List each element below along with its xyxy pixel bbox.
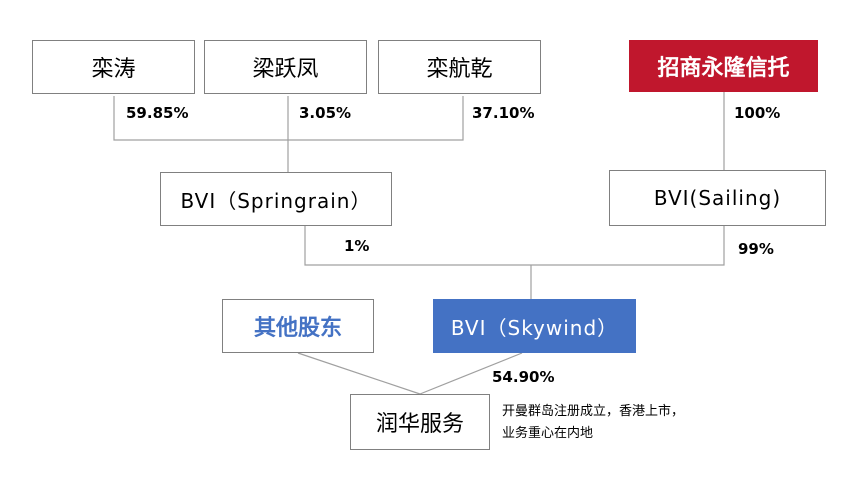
entity-other-shareholders-label: 其他股东 [253, 316, 342, 341]
entity-bvi-sailing-label: BVI(Sailing) [653, 186, 782, 210]
shareholder-luan-hangqian: 栾航乾 [378, 40, 541, 94]
entity-bvi-skywind: BVI（Skywind） [433, 299, 636, 353]
entity-bvi-sailing: BVI(Sailing) [609, 170, 826, 226]
connector-skywind-runhua [419, 352, 523, 395]
connector-other-runhua [297, 352, 421, 395]
connector-springrain [304, 226, 725, 266]
entity-runhua: 润华服务 [350, 394, 490, 450]
shareholder-luan-tao-label: 栾涛 [91, 57, 136, 82]
pct-luan-hangqian: 37.10% [472, 104, 535, 122]
runhua-note-line1: 开曼群岛注册成立，香港上市， [502, 404, 685, 419]
shareholder-liang-yuefeng-label: 梁跃凤 [252, 57, 319, 82]
pct-luan-tao: 59.85% [126, 104, 189, 122]
shareholder-liang-yuefeng: 梁跃凤 [204, 40, 367, 94]
pct-skywind: 54.90% [492, 368, 555, 386]
runhua-note: 开曼群岛注册成立，香港上市， 业务重心在内地 [502, 401, 684, 445]
shareholder-luan-tao: 栾涛 [32, 40, 195, 94]
entity-bvi-springrain: BVI（Springrain） [160, 172, 392, 226]
entity-bvi-skywind-label: BVI（Skywind） [450, 315, 619, 340]
pct-sailing: 99% [738, 240, 774, 258]
runhua-note-line2: 业务重心在内地 [502, 426, 594, 441]
shareholder-cmb-trust-label: 招商永隆信托 [657, 56, 790, 81]
pct-liang-yuefeng: 3.05% [299, 104, 352, 122]
pct-cmb-trust: 100% [734, 104, 781, 122]
entity-other-shareholders: 其他股东 [222, 299, 374, 353]
pct-springrain: 1% [344, 237, 370, 255]
shareholder-cmb-trust: 招商永隆信托 [629, 40, 818, 92]
entity-runhua-label: 润华服务 [375, 412, 464, 437]
entity-bvi-springrain-label: BVI（Springrain） [180, 188, 372, 213]
shareholder-luan-hangqian-label: 栾航乾 [426, 57, 493, 82]
